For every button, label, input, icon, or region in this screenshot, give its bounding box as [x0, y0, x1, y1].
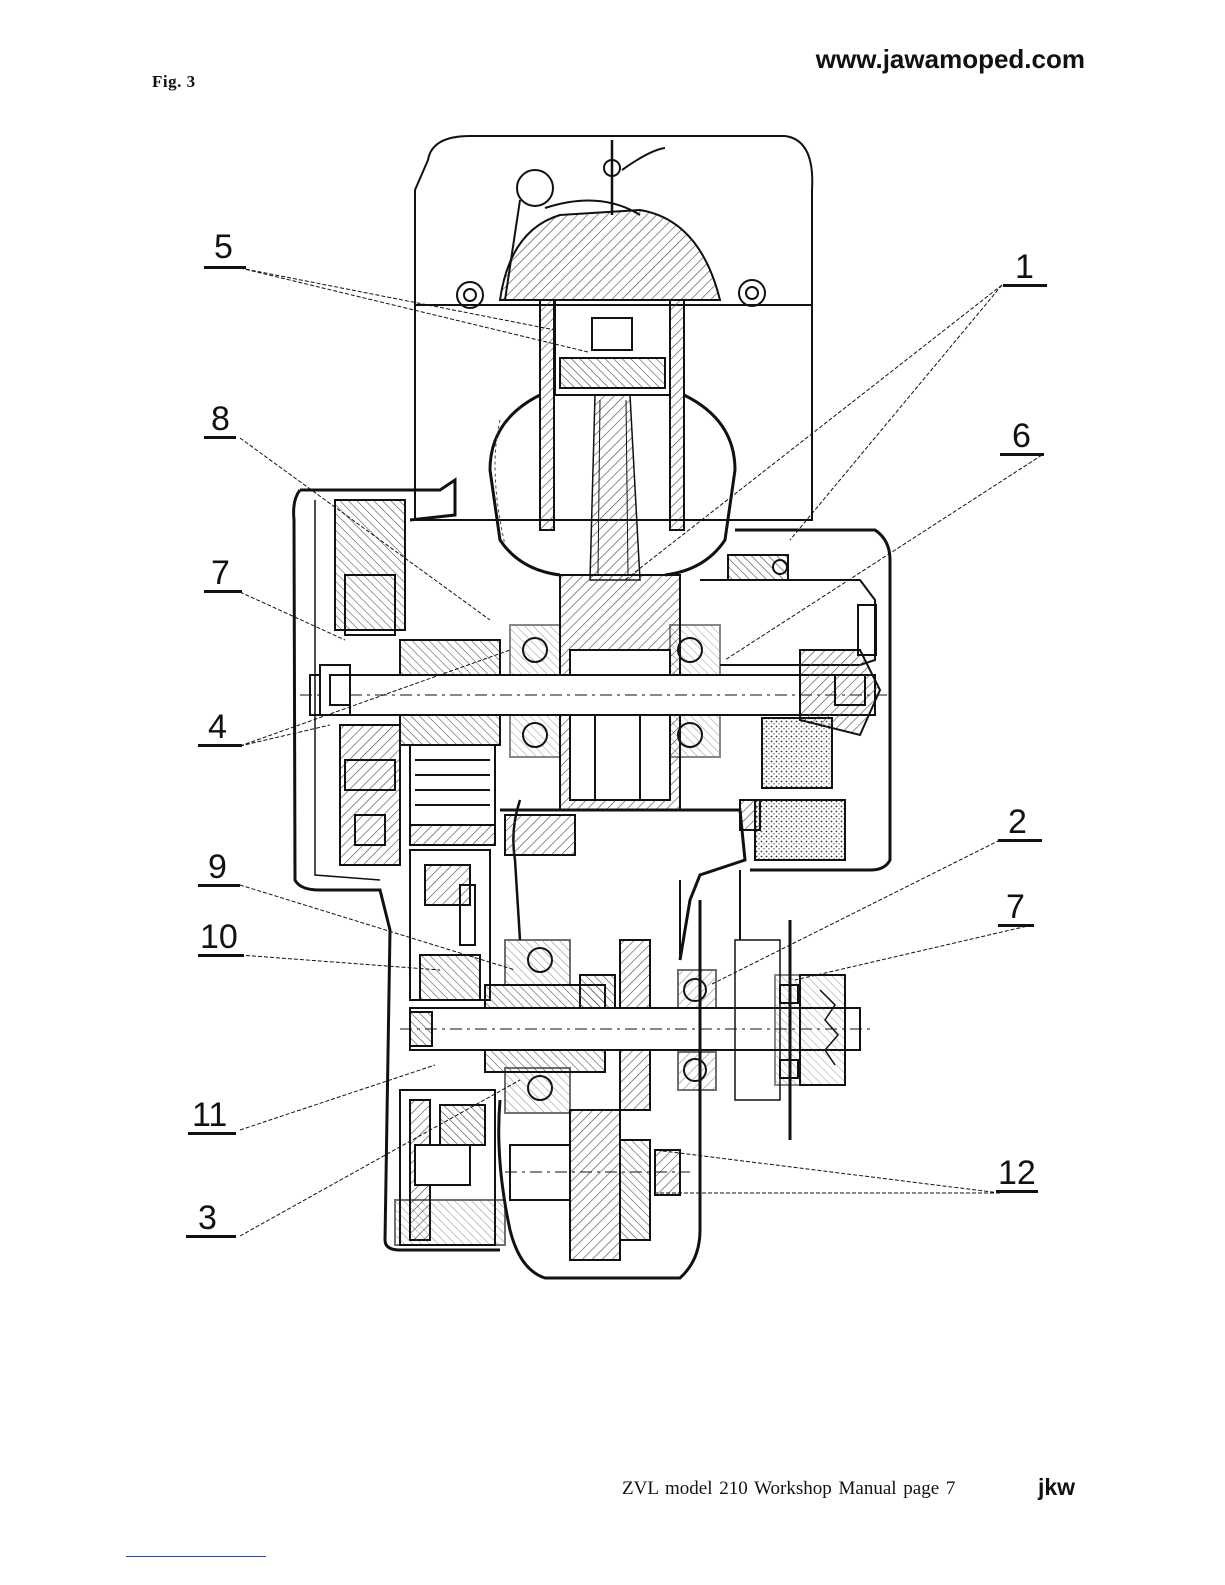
brand-mark: jkw [1038, 1474, 1075, 1501]
ignition-coil [762, 718, 832, 788]
callout-1: 1 [1015, 248, 1034, 286]
callout-4: 4 [208, 708, 227, 746]
callout-10: 10 [200, 918, 238, 956]
callout-3: 3 [198, 1199, 217, 1237]
footer-caption: ZVL model 210 Workshop Manual page 7 [622, 1478, 955, 1500]
callout-8: 8 [211, 400, 230, 438]
clutch-drum [410, 745, 495, 825]
callout-7-right: 7 [1006, 888, 1025, 926]
callout-5: 5 [214, 228, 233, 266]
callout-2: 2 [1008, 803, 1027, 841]
callout-11: 11 [192, 1096, 227, 1134]
head-bolt-right [739, 280, 765, 306]
layshaft-gear [570, 1110, 620, 1260]
callout-12: 12 [998, 1154, 1036, 1192]
callout-7-left: 7 [211, 554, 230, 592]
callout-9: 9 [208, 848, 227, 886]
cylinder-head [500, 210, 720, 300]
connecting-rod [590, 395, 640, 580]
footnote-rule [126, 1556, 266, 1557]
spark-plug-cap [517, 170, 553, 206]
callout-6: 6 [1012, 417, 1031, 455]
engine-drawing [294, 136, 890, 1278]
stator-winding [755, 800, 845, 860]
gear-cluster [620, 940, 650, 1008]
